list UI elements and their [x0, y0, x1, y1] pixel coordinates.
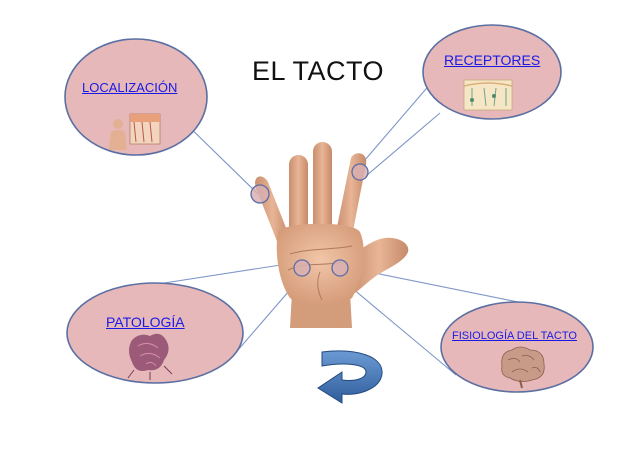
hotspot-patologia[interactable] — [293, 259, 311, 277]
pathology-tissue-icon — [127, 333, 173, 380]
link-receptores[interactable]: RECEPTORES — [444, 52, 541, 68]
page-title: EL TACTO — [251, 56, 385, 86]
skin-receptors-icon — [463, 79, 513, 111]
hotspot-localizacion[interactable] — [250, 184, 270, 204]
connector-fisiologia-2 — [339, 277, 457, 376]
link-localizacion[interactable]: LOCALIZACIÓN — [82, 80, 178, 95]
bubble-receptores[interactable] — [422, 24, 562, 120]
brain-icon — [501, 346, 545, 389]
link-fisiologia[interactable]: FISIOLOGÍA DEL TACTO — [452, 330, 577, 342]
curved-return-arrow-icon[interactable] — [317, 350, 383, 404]
hotspots — [250, 163, 369, 277]
hand-palm-icon — [255, 142, 409, 328]
hotspot-fisiologia[interactable] — [331, 259, 349, 277]
connector-receptores-2 — [365, 112, 441, 177]
link-patologia[interactable]: PATOLOGÍA — [106, 314, 185, 330]
connector-receptores-1 — [357, 74, 439, 169]
bubble-localizacion[interactable] — [64, 38, 208, 156]
bubble-fisiologia[interactable] — [440, 301, 594, 393]
skin-cross-section-icon — [109, 113, 161, 150]
bubble-patologia[interactable] — [66, 282, 244, 384]
hotspot-receptores[interactable] — [351, 163, 369, 181]
